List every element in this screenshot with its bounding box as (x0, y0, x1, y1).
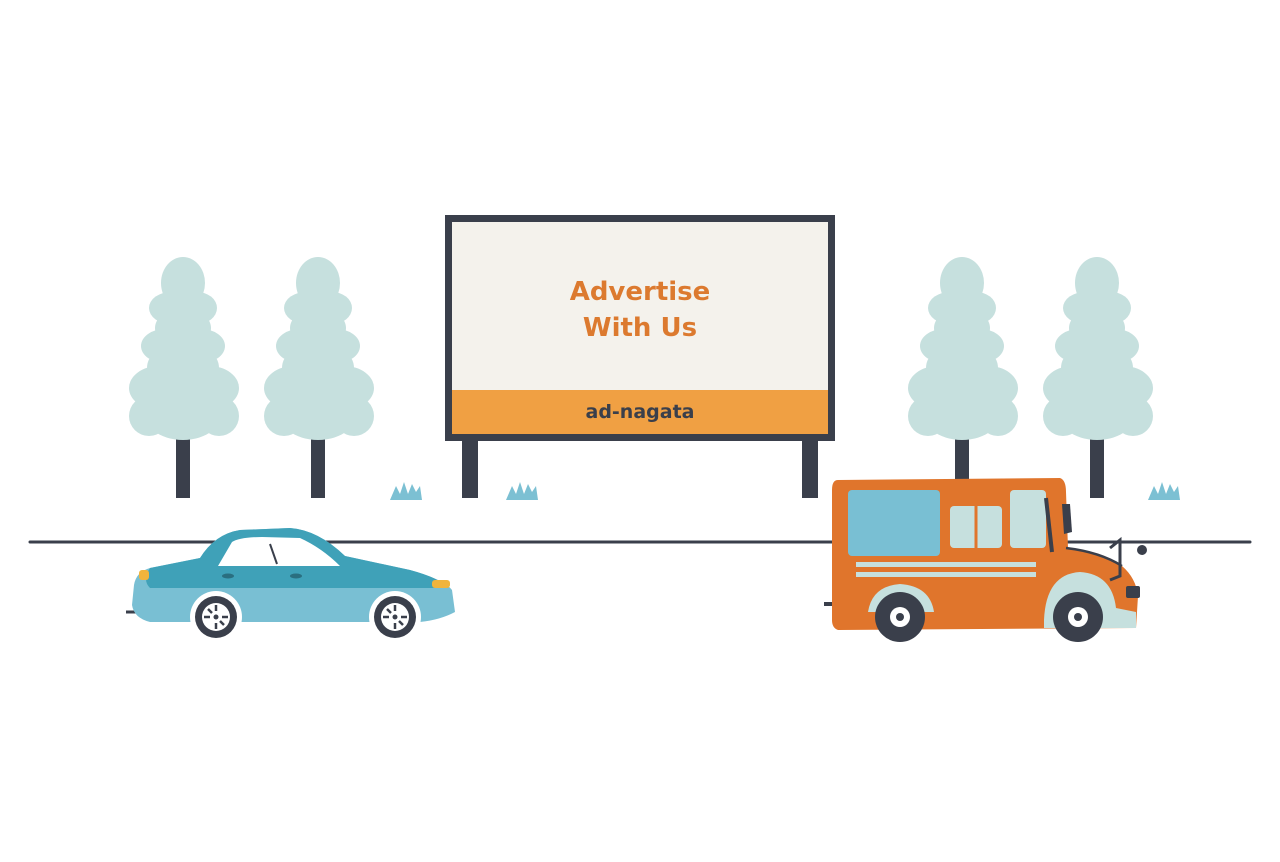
billboard-panel (452, 222, 828, 390)
billboard-headline: Advertise With Us (452, 222, 828, 390)
billboard-band (452, 390, 828, 434)
tree-icon (908, 257, 1018, 498)
grass-icon (506, 482, 538, 500)
car-icon (126, 528, 455, 643)
grass-icon (1148, 482, 1180, 500)
wheel-icon (369, 591, 421, 643)
billboard-brand: ad-nagata (585, 401, 695, 423)
wheel-icon (190, 591, 242, 643)
billboard-leg (802, 436, 818, 498)
tree-icon (264, 257, 374, 498)
grass-icon (390, 482, 422, 500)
tree-icon (1043, 257, 1153, 498)
headline-line-2: With Us (582, 313, 698, 343)
bus-icon (824, 478, 1147, 642)
headline-line-1: Advertise (569, 277, 711, 307)
wheel-icon (1053, 592, 1103, 642)
tree-icon (129, 257, 239, 498)
wheel-icon (875, 592, 925, 642)
billboard-leg (462, 436, 478, 498)
